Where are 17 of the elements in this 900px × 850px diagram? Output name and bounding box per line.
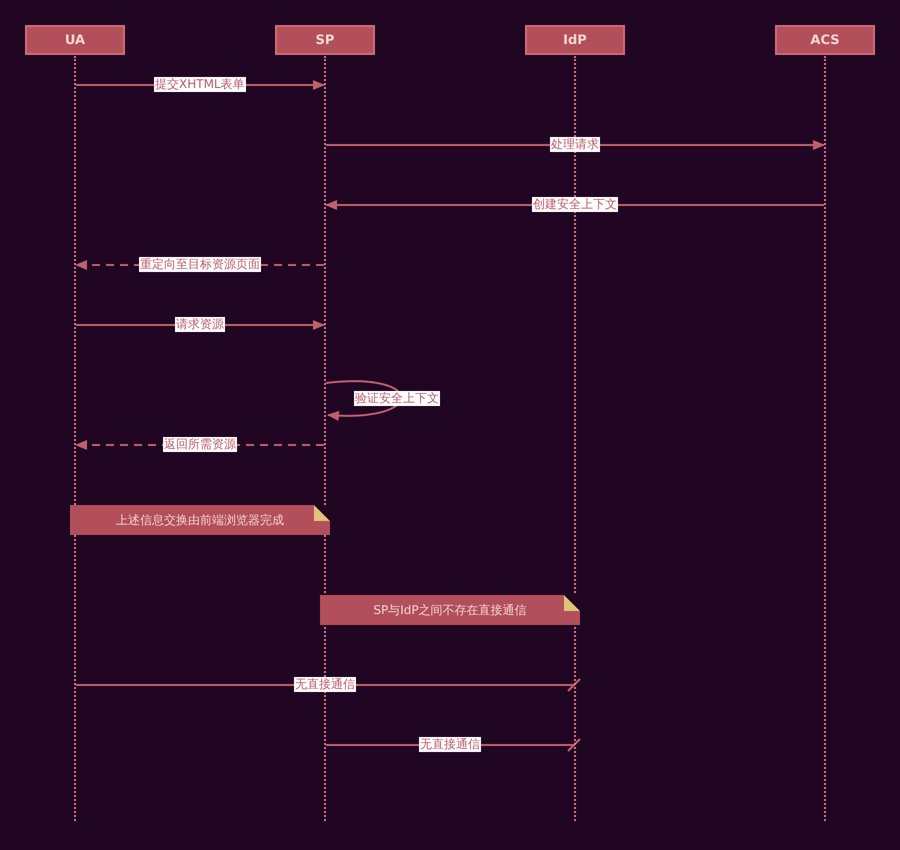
message-label: 返回所需资源 xyxy=(163,437,237,452)
message-label: 提交XHTML表单 xyxy=(154,77,246,92)
participant-box: UA xyxy=(25,25,125,55)
note-box: 上述信息交换由前端浏览器完成 xyxy=(70,505,330,535)
lifeline xyxy=(824,56,826,821)
message-label: 创建安全上下文 xyxy=(532,197,618,212)
message-label: 无直接通信 xyxy=(419,737,481,752)
message-label: 验证安全上下文 xyxy=(354,391,440,406)
note-box: SP与IdP之间不存在直接通信 xyxy=(320,595,580,625)
message-arrow xyxy=(326,140,825,150)
participant-box: SP xyxy=(275,25,375,55)
message-label: 重定向至目标资源页面 xyxy=(139,257,261,272)
message-label: 处理请求 xyxy=(550,137,600,152)
participant-box: ACS xyxy=(775,25,875,55)
participant-box: IdP xyxy=(525,25,625,55)
message-label: 无直接通信 xyxy=(294,677,356,692)
message-label: 请求资源 xyxy=(175,317,225,332)
